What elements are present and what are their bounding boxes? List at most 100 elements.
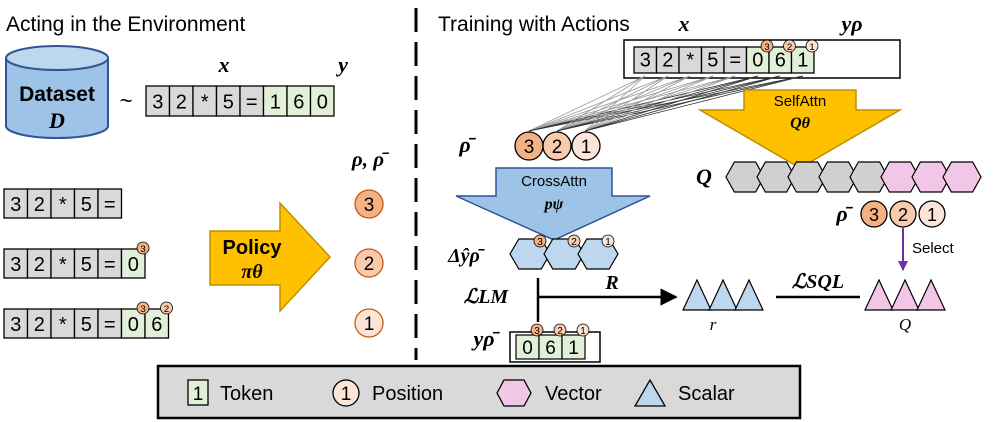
x-token-text: 3 [10,314,21,336]
attention-line [556,75,804,132]
position-mark-text: 1 [605,237,611,248]
position-mark [533,234,547,248]
y-token-text: 0 [752,50,763,72]
x-token-text: * [59,314,67,336]
y-token-text: 1 [797,50,808,72]
y-rho-bar-label: yρ̄ [470,326,500,351]
attention-line [584,75,759,132]
r-scalar-triangles [682,278,764,311]
attention-line [584,75,804,132]
q-label: Q [899,315,911,334]
dataset-label: Dataset [19,83,95,106]
y-token-text: 6 [293,92,304,114]
legend-position-sample [332,379,360,407]
r-label: r [710,315,717,334]
Q-vector-label: Q [696,164,712,189]
position-mark-text: 2 [164,304,169,315]
position-circle-text: 1 [581,137,592,158]
x-token-text: 2 [34,314,45,336]
legend-token-label: Token [220,383,273,405]
position-mark [576,323,590,337]
x-token-text: = [246,92,258,114]
x-token-text: 5 [81,314,92,336]
position-mark-text: 1 [809,42,814,53]
cross-attn-arrow [455,167,651,241]
y-token-text: 0 [128,314,139,336]
position-mark [805,39,819,53]
legend-position-label: Position [372,383,443,405]
position-circle [860,200,888,228]
loss-lm-label: ℒLM [464,286,510,308]
position-circle-text: 3 [364,195,375,216]
position-circle [354,189,384,219]
Q-vector-hexagons [725,161,982,193]
left-x-label: x [218,52,230,77]
position-mark [553,323,567,337]
legend-token-sample [187,379,209,406]
left-y-label: y [335,52,348,77]
left-title: Acting in the Environment [6,13,245,36]
position-circle-text: 2 [364,254,375,275]
x-token-text: 2 [34,194,45,216]
position-mark [530,323,544,337]
x-token-text: * [59,194,67,216]
y-token-cell [120,248,146,279]
position-circle-text: 3 [869,205,879,225]
delta-label: Δŷρ̄ [447,245,485,267]
x-token-text: 3 [10,194,21,216]
x-token-text: 2 [662,50,673,72]
position-mark-text: 1 [580,326,586,337]
x-token-text: 5 [223,92,234,114]
attention-line [528,75,714,132]
attention-line [584,75,736,132]
position-mark-text: 2 [557,326,563,337]
attention-line [556,75,714,132]
x-token-text: * [686,50,694,72]
attention-line [556,75,691,132]
y-token-text: 6 [151,314,162,336]
r-scalar-triangle-icon [708,278,738,311]
y-token-text: 6 [545,338,556,359]
attention-line [528,75,669,132]
position-mark-text: 3 [534,326,540,337]
x-token-text: = [104,314,116,336]
position-circle-text: 1 [927,205,937,225]
attention-line [528,75,691,132]
Q-scalar-triangle-icon [890,278,920,311]
attention-line [556,75,759,132]
legend: 1 Token 1 Position Vector Scalar [187,378,735,407]
cross-attn-symbol: pψ [543,196,564,213]
attention-line [584,75,646,132]
position-mark [760,39,774,53]
x-token-text: 3 [10,254,21,276]
attention-line [584,75,781,132]
self-attn-label: SelfAttn [774,93,827,110]
x-token-text: 5 [81,194,92,216]
R-label: R [604,272,618,294]
position-circle [354,248,384,278]
attention-line [584,75,669,132]
x-token-cell [97,188,123,219]
position-circle [889,200,917,228]
x-token-text: 3 [640,50,651,72]
position-circle-text: 2 [898,205,908,225]
position-circle-text: 2 [552,137,563,158]
x-token-text: * [59,254,67,276]
position-mark-text: 3 [537,237,543,248]
dataset-cylinder-icon [5,45,109,139]
self-attn-arrow [697,89,903,169]
legend-box [156,364,802,420]
y-token-cell [144,308,170,339]
position-circle [918,200,946,228]
right-sequence-frame [623,39,901,79]
attention-line [528,75,736,132]
sampling-tilde: ~ [120,88,133,113]
rho-bar-label-top: ρ̄ [458,132,476,157]
x-token-text: 3 [152,92,163,114]
